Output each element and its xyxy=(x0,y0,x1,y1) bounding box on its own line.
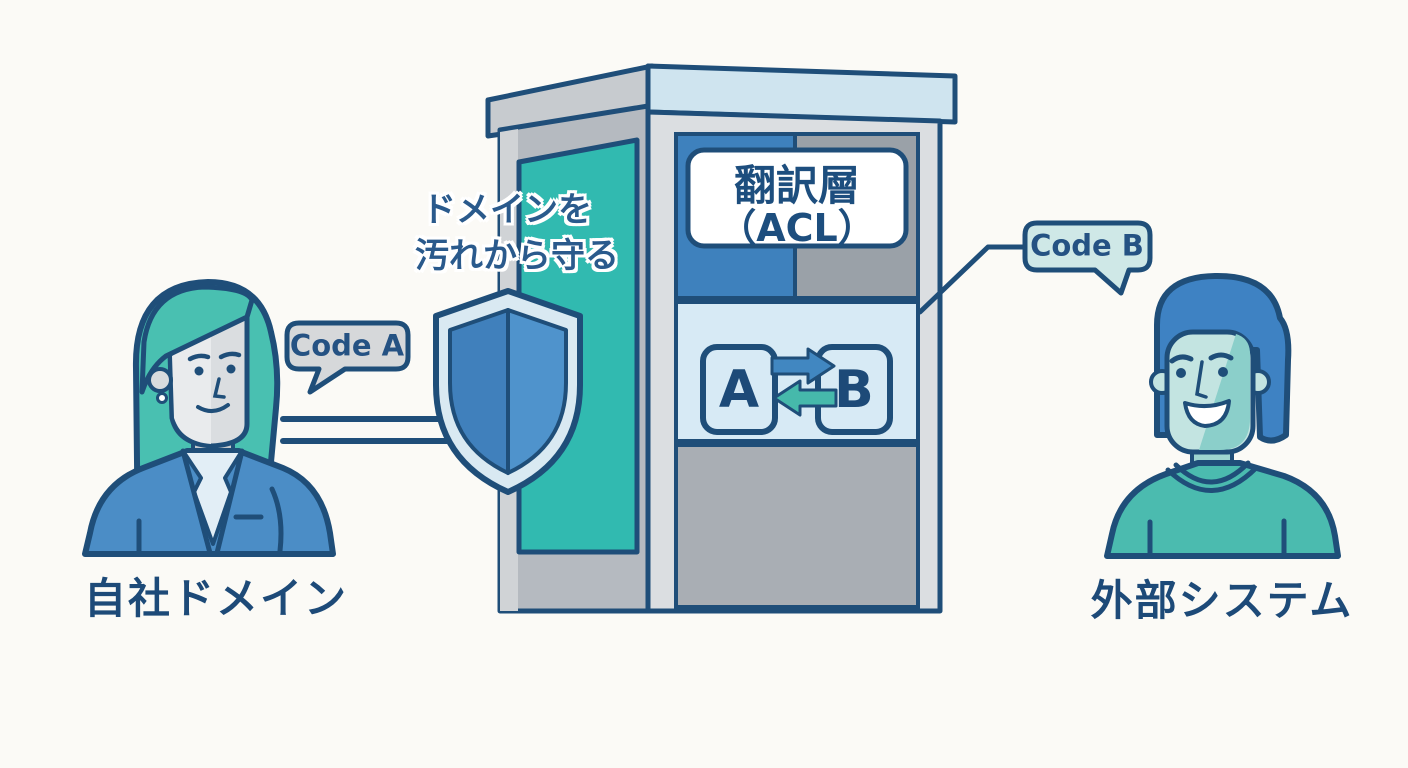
acl-sign xyxy=(685,147,909,249)
booth-panel-lightblue xyxy=(674,300,920,443)
translation-booth xyxy=(485,63,958,614)
shield-inner-left xyxy=(448,308,510,475)
man-smile xyxy=(1183,399,1231,428)
arrow-left-icon xyxy=(772,379,838,417)
external-system-user xyxy=(1104,272,1341,559)
man-shirt xyxy=(1104,460,1341,559)
shield-icon xyxy=(433,288,583,495)
shield-inner-right xyxy=(506,308,568,475)
internal-domain-user xyxy=(82,279,336,557)
booth-roof-front xyxy=(645,63,958,125)
code-b-bubble xyxy=(1022,220,1153,296)
woman-hair-front xyxy=(139,284,255,395)
arrow-right-icon xyxy=(770,347,836,385)
code-b-connector xyxy=(917,244,1028,315)
woman-earring xyxy=(156,392,168,404)
man-hair xyxy=(1154,272,1292,444)
booth-panel-bottom xyxy=(674,443,920,609)
code-a-bubble xyxy=(284,320,411,395)
code-a-box xyxy=(700,344,778,435)
